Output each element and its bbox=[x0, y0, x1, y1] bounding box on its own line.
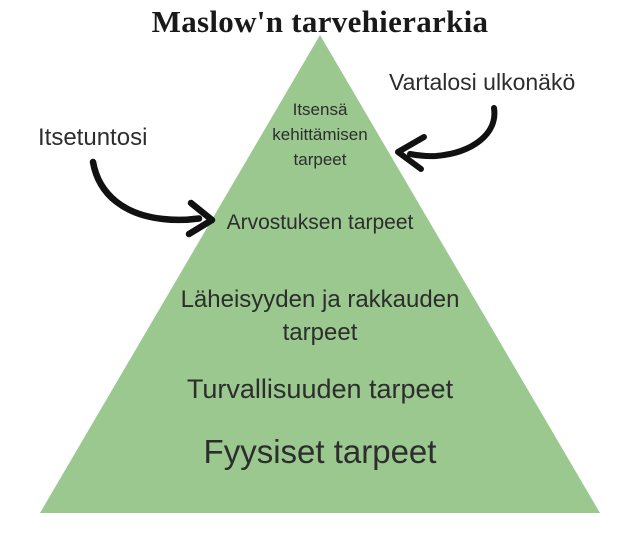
pyramid-level-label: tarpeet bbox=[293, 150, 347, 169]
pyramid-level-label: Läheisyyden ja rakkauden bbox=[180, 286, 460, 313]
annotation-self-esteem: Itsetuntosi bbox=[38, 124, 148, 151]
pyramid-level-label: Turvallisuuden tarpeet bbox=[186, 374, 454, 404]
pyramid-level-self-development: Itsensä kehittämisen tarpeet bbox=[0, 97, 640, 172]
pyramid-level-label: tarpeet bbox=[282, 319, 358, 346]
pyramid-level-label: Itsensä bbox=[292, 100, 348, 119]
pyramid-level-label: kehittämisen bbox=[272, 125, 368, 144]
pyramid-level-label: Arvostuksen tarpeet bbox=[226, 211, 414, 234]
pyramid-level-label: Fyysiset tarpeet bbox=[203, 433, 437, 470]
pyramid-level-love-belonging: Läheisyyden ja rakkauden tarpeet bbox=[0, 283, 640, 349]
pyramid-level-physiological: Fyysiset tarpeet bbox=[0, 432, 640, 472]
pyramid-level-safety: Turvallisuuden tarpeet bbox=[0, 374, 640, 404]
page-title: Maslow'n tarvehierarkia bbox=[151, 4, 489, 39]
pyramid-level-esteem: Arvostuksen tarpeet bbox=[0, 210, 640, 236]
annotation-body-appearance: Vartalosi ulkonäkö bbox=[389, 69, 576, 95]
